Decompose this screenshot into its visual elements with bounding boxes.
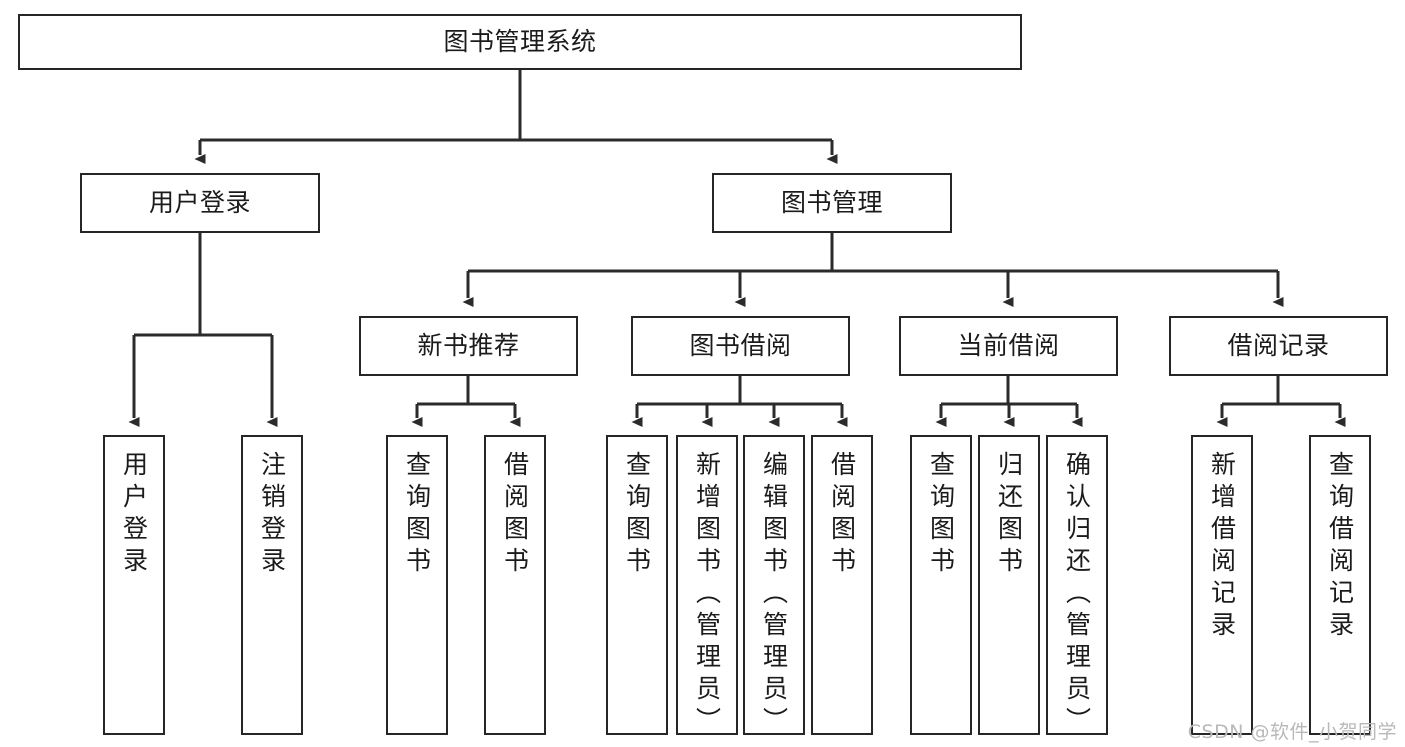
node-leaf-logout[interactable]: 注销登录 [241,435,303,735]
node-new-book-recommend[interactable]: 新书推荐 [359,316,578,376]
node-leaf-query-book-2[interactable]: 查询图书 [606,435,668,735]
node-leaf-query-book-3[interactable]: 查询图书 [910,435,972,735]
node-leaf-borrow-book-2[interactable]: 借阅图书 [811,435,873,735]
node-leaf-add-book[interactable]: 新增图书（管理员） [676,435,738,739]
node-leaf-user-login[interactable]: 用户登录 [103,435,165,735]
node-user-login[interactable]: 用户登录 [80,173,320,233]
node-leaf-confirm-return-label: 确认归还（管理员） [1062,451,1092,739]
node-leaf-edit-book-label: 编辑图书（管理员） [759,451,789,739]
node-leaf-return-book[interactable]: 归还图书 [978,435,1040,735]
node-book-manage-label: 图书管理 [780,188,883,217]
node-new-book-recommend-label: 新书推荐 [417,331,520,360]
node-leaf-query-book-2-label: 查询图书 [622,451,652,579]
node-leaf-query-book-1-label: 查询图书 [402,451,432,579]
node-book-borrow-label: 图书借阅 [689,331,792,360]
node-leaf-borrow-book-2-label: 借阅图书 [827,451,857,579]
node-root[interactable]: 图书管理系统 [18,14,1022,70]
csdn-watermark: CSDN @软件_小贺同学 [1187,721,1397,743]
node-borrow-record-label: 借阅记录 [1227,331,1330,360]
node-leaf-return-book-label: 归还图书 [994,451,1024,579]
node-user-login-label: 用户登录 [148,188,251,217]
node-leaf-borrow-book-1-label: 借阅图书 [500,451,530,579]
node-leaf-user-login-label: 用户登录 [119,451,149,579]
node-leaf-add-record[interactable]: 新增借阅记录 [1191,435,1253,735]
node-leaf-add-record-label: 新增借阅记录 [1207,451,1237,643]
node-book-borrow[interactable]: 图书借阅 [631,316,850,376]
node-leaf-query-record-label: 查询借阅记录 [1325,451,1355,643]
node-leaf-query-record[interactable]: 查询借阅记录 [1309,435,1371,735]
node-leaf-query-book-3-label: 查询图书 [926,451,956,579]
node-leaf-confirm-return[interactable]: 确认归还（管理员） [1046,435,1108,739]
node-current-borrow[interactable]: 当前借阅 [899,316,1118,376]
node-leaf-borrow-book-1[interactable]: 借阅图书 [484,435,546,735]
node-current-borrow-label: 当前借阅 [957,331,1060,360]
node-borrow-record[interactable]: 借阅记录 [1169,316,1388,376]
node-leaf-edit-book[interactable]: 编辑图书（管理员） [743,435,805,739]
node-leaf-query-book-1[interactable]: 查询图书 [386,435,448,735]
node-root-label: 图书管理系统 [443,27,597,56]
node-leaf-add-book-label: 新增图书（管理员） [692,451,722,739]
node-leaf-logout-label: 注销登录 [257,451,287,579]
node-book-manage[interactable]: 图书管理 [712,173,952,233]
